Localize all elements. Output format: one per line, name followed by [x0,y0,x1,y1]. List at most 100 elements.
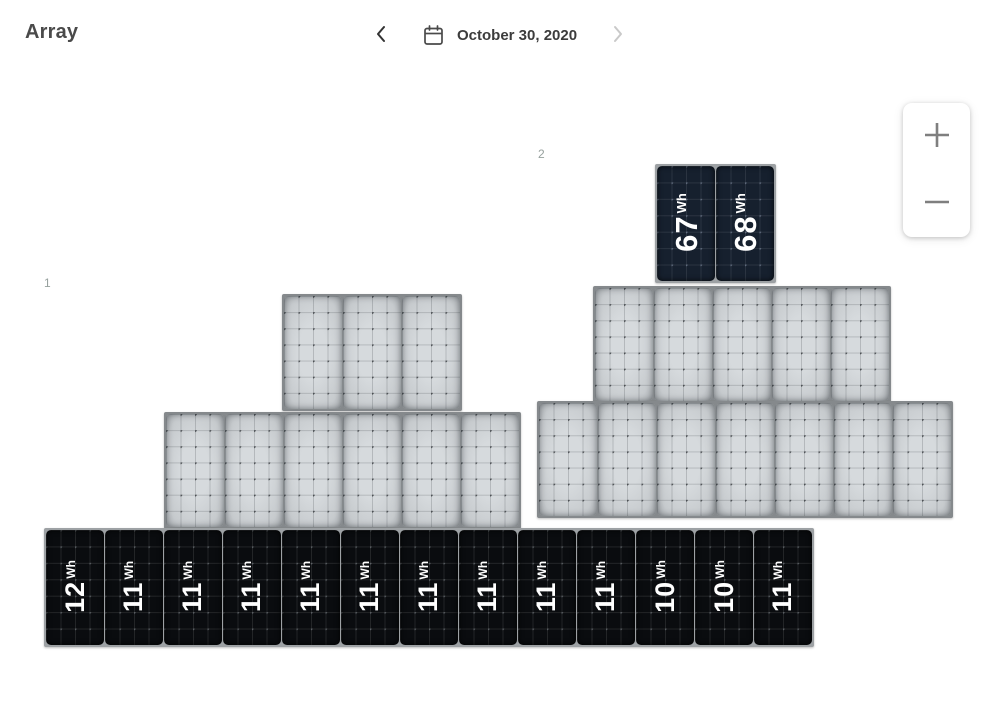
panel-value: 11Wh [518,530,576,645]
panel-value-unit: Wh [181,560,196,580]
panel-value-number: 11 [177,581,208,613]
panel-value-number: 11 [118,581,149,613]
panel-value: 11Wh [164,530,222,645]
page-title: Array [25,21,79,43]
solar-panel[interactable] [402,414,460,527]
panel-value-unit: Wh [358,560,373,580]
solar-panel[interactable]: 11Wh [341,530,399,645]
panel-value-unit: Wh [712,560,727,579]
solar-panel[interactable] [461,414,519,527]
panel-value-number: 10 [649,580,680,613]
solar-panel[interactable]: 12Wh [46,530,104,645]
panel-value-number: 11 [590,581,621,613]
panel-value-unit: Wh [535,560,550,580]
plus-icon [921,119,953,154]
solar-panel[interactable] [657,403,715,516]
chevron-left-icon [374,25,388,46]
solar-panel[interactable] [775,403,833,516]
solar-panel[interactable] [834,403,892,516]
solar-panel[interactable]: 10Wh [695,530,753,645]
panel-value-unit: Wh [653,560,668,579]
panel-value-number: 11 [472,581,503,613]
solar-panel[interactable]: 11Wh [577,530,635,645]
panel-value-number: 11 [236,581,267,613]
panel-value-unit: Wh [417,560,432,580]
panel-value-unit: Wh [771,560,786,580]
solar-panel[interactable] [831,288,889,401]
panel-value-unit: Wh [732,193,748,214]
next-day-button[interactable] [605,22,631,48]
solar-panel[interactable] [893,403,951,516]
panel-row [537,401,953,518]
date-navigation: October 30, 2020 [368,18,631,52]
panel-value-unit: Wh [594,560,609,580]
panel-value: 11Wh [282,530,340,645]
solar-panel[interactable] [772,288,830,401]
panel-value-unit: Wh [476,560,491,580]
panel-value-unit: Wh [240,560,255,580]
solar-panel[interactable] [595,288,653,401]
panel-value-number: 11 [413,581,444,613]
panel-value-number: 11 [354,581,385,613]
panel-value: 10Wh [636,530,694,645]
panel-value: 12Wh [46,530,104,645]
panel-value: 67Wh [657,166,715,281]
panel-value-unit: Wh [673,193,689,214]
panel-value: 11Wh [341,530,399,645]
solar-panel[interactable] [539,403,597,516]
solar-panel[interactable] [284,296,342,409]
panel-value: 11Wh [400,530,458,645]
solar-panel[interactable] [713,288,771,401]
solar-panel[interactable] [166,414,224,527]
solar-panel[interactable] [225,414,283,527]
solar-panel[interactable]: 11Wh [459,530,517,645]
panel-value-unit: Wh [299,560,314,580]
panel-value: 11Wh [105,530,163,645]
solar-panel[interactable]: 10Wh [636,530,694,645]
solar-panel[interactable] [598,403,656,516]
solar-panel[interactable]: 67Wh [657,166,715,281]
solar-panel[interactable]: 11Wh [282,530,340,645]
panel-value: 11Wh [459,530,517,645]
solar-panel[interactable]: 68Wh [716,166,774,281]
panel-value-number: 10 [708,580,739,613]
panel-value-number: 11 [767,581,798,613]
zoom-out-button[interactable] [903,170,970,237]
zoom-controls [903,103,970,237]
panel-row [164,412,521,529]
panel-value-unit: Wh [122,560,137,580]
solar-panel[interactable] [716,403,774,516]
zoom-in-button[interactable] [903,103,970,170]
solar-panel[interactable] [654,288,712,401]
solar-panel[interactable]: 11Wh [223,530,281,645]
minus-icon [921,186,953,221]
panel-value: 68Wh [716,166,774,281]
panel-value-number: 11 [531,581,562,613]
panel-row [282,294,462,411]
solar-panel[interactable] [343,414,401,527]
solar-panel[interactable] [402,296,460,409]
panel-value-number: 12 [59,580,90,613]
current-date-label[interactable]: October 30, 2020 [457,26,578,44]
solar-panel[interactable]: 11Wh [400,530,458,645]
prev-day-button[interactable] [368,22,394,48]
solar-panel[interactable]: 11Wh [518,530,576,645]
panel-value: 11Wh [577,530,635,645]
calendar-icon[interactable] [422,24,445,47]
solar-panel[interactable]: 11Wh [164,530,222,645]
solar-panel[interactable] [343,296,401,409]
panel-value-number: 11 [295,581,326,613]
solar-panel[interactable]: 11Wh [754,530,812,645]
panel-value: 11Wh [754,530,812,645]
array-label: 2 [538,147,545,161]
panel-row [593,286,891,403]
panel-value: 11Wh [223,530,281,645]
panel-value: 10Wh [695,530,753,645]
solar-panel[interactable]: 11Wh [105,530,163,645]
chevron-right-icon [611,25,625,46]
solar-panel[interactable] [284,414,342,527]
array-label: 1 [44,276,51,290]
